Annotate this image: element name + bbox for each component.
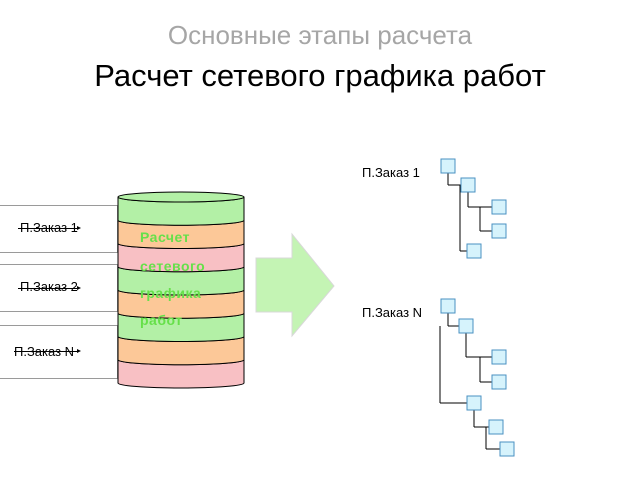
stack-top — [117, 191, 245, 203]
order-arrow-2 — [18, 286, 81, 290]
database-stack — [117, 191, 245, 389]
stack-label-line-4: работ — [140, 312, 183, 328]
treen-node-root — [440, 298, 456, 314]
treen-node — [488, 419, 504, 435]
tree-label-order-n: П.Заказ N — [362, 305, 423, 320]
treen-node — [499, 441, 515, 457]
tree1-node-root — [440, 158, 456, 174]
order-label-2: П.Заказ 2 — [20, 279, 78, 294]
treen-node — [466, 395, 482, 411]
order-arrow-n — [14, 349, 81, 353]
treen-node — [458, 318, 474, 334]
treen-node — [491, 349, 507, 365]
stack-label-line-3: графика — [140, 285, 202, 301]
network-trees — [439, 158, 515, 457]
tree1-node — [491, 199, 507, 215]
process-arrow — [255, 232, 335, 338]
slide-title: Расчет сетевого графика работ — [94, 58, 546, 93]
order-label-1: П.Заказ 1 — [20, 220, 78, 235]
treen-node — [491, 374, 507, 390]
tree-label-order-1: П.Заказ 1 — [362, 165, 420, 180]
stack-label-line-2: сетевого — [140, 258, 206, 274]
order-box-1 — [0, 205, 118, 253]
tree1-node — [460, 177, 476, 193]
tree1-node — [466, 243, 482, 259]
stack-label-line-1: Расчет — [140, 229, 190, 245]
order-arrow-1 — [18, 226, 81, 230]
slide-subtitle: Основные этапы расчета — [167, 20, 473, 50]
tree1-node — [491, 223, 507, 239]
